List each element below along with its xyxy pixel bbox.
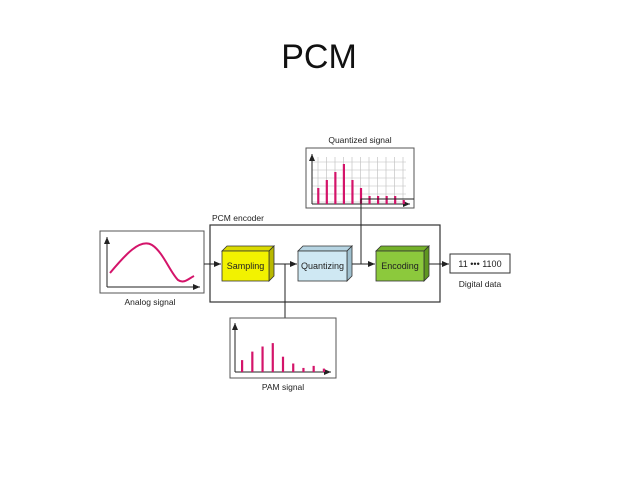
sampling-block-face [221, 250, 270, 282]
analog-signal-panel: Analog signal [99, 230, 205, 307]
quantizing-block-face [297, 250, 348, 282]
quantizing-block: Quantizing [297, 245, 353, 282]
digital-data-value: 11 ••• 1100 [458, 259, 501, 269]
encoding-block: Encoding [375, 245, 430, 282]
tap-to-quantized [360, 198, 414, 264]
digital-data-box: 11 ••• 1100 Digital data [449, 253, 511, 289]
pam-bars [241, 343, 325, 372]
encoding-block-face [375, 250, 425, 282]
quantizing-label: Quantizing [301, 261, 344, 271]
quantized-signal-panel: Quantized signal [305, 135, 415, 209]
slide-title: PCM [281, 38, 357, 76]
quantized-signal-label: Quantized signal [328, 135, 391, 145]
analog-wave [109, 242, 195, 283]
encoding-label: Encoding [381, 261, 419, 271]
pcm-encoder-label: PCM encoder [212, 213, 264, 223]
digital-data-label: Digital data [459, 279, 502, 289]
analog-signal-label: Analog signal [124, 297, 175, 307]
pam-signal-panel: PAM signal [229, 317, 337, 392]
sampling-block: Sampling [221, 245, 275, 282]
quantized-bars [317, 164, 405, 204]
sampling-label: Sampling [227, 261, 265, 271]
pam-signal-label: PAM signal [262, 382, 304, 392]
